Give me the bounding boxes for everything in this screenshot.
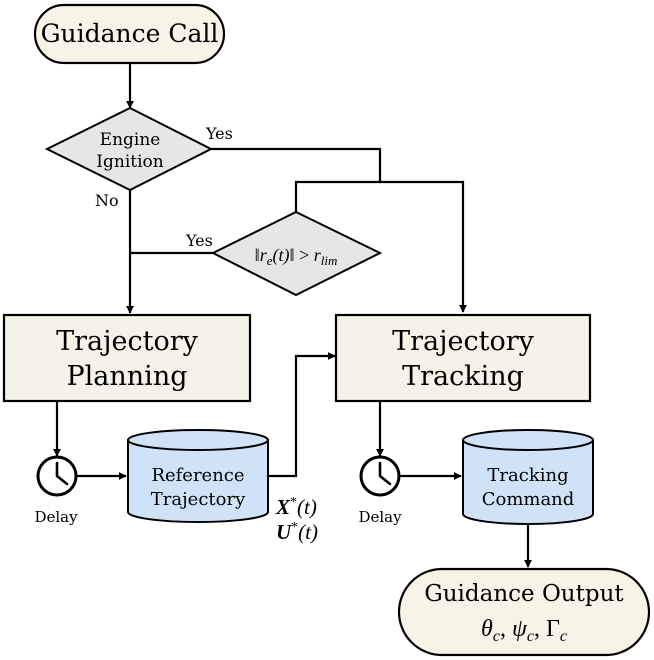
tracking-command-label-line1: Tracking — [487, 465, 568, 486]
delay-label-left: Delay — [34, 508, 78, 526]
t-argument: (t) — [273, 245, 290, 266]
trajectory-tracking-label-line1: Trajectory — [392, 326, 534, 357]
trajectory-tracking-node: Trajectory Tracking — [334, 313, 592, 403]
u-star-label: U*(t) — [276, 520, 318, 544]
position-condition-decision: ‖re(t)‖ > rlim — [210, 210, 383, 297]
trajectory-tracking-label-line2: Tracking — [402, 361, 524, 392]
engine-ignition-decision: Engine Ignition — [44, 106, 214, 192]
norm-open: ‖ — [255, 245, 260, 265]
greater-than: > — [295, 245, 314, 265]
arrow-ignition-yes-to-tracking — [211, 147, 467, 313]
theta-subscript: c — [493, 628, 500, 645]
guidance-output-math: θc, ψc, Γc — [481, 616, 567, 645]
tracking-command-storage: Tracking Command — [462, 429, 594, 525]
reference-trajectory-storage: Reference Trajectory — [127, 429, 269, 523]
comma-1: , — [500, 616, 512, 642]
x-star-label: X*(t) — [275, 495, 317, 519]
tracking-command-label-line2: Command — [482, 489, 575, 510]
connectors — [53, 64, 532, 568]
yes-label-condition: Yes — [185, 231, 213, 250]
e-subscript: e — [267, 253, 273, 268]
comma-2: , — [534, 616, 546, 642]
reference-trajectory-label-line1: Reference — [151, 465, 244, 486]
yes-label-ignition: Yes — [205, 124, 233, 143]
x-star-superscript: * — [290, 495, 297, 510]
trajectory-planning-node: Trajectory Planning — [2, 313, 252, 403]
u-t-argument: (t) — [298, 520, 318, 544]
guidance-call-label: Guidance Call — [41, 19, 219, 48]
norm-close: ‖ — [290, 245, 295, 265]
theta-symbol: θ — [481, 616, 493, 642]
psi-subscript: c — [527, 628, 534, 645]
r-symbol: r — [260, 245, 268, 265]
lim-subscript: lim — [321, 253, 338, 268]
gamma-subscript: c — [560, 628, 567, 645]
clock-icon-right — [359, 455, 401, 497]
x-symbol: X — [275, 495, 291, 519]
guidance-output-label: Guidance Output — [424, 581, 624, 607]
x-t-argument: (t) — [297, 495, 317, 519]
arrow-reference-to-tracking — [269, 352, 336, 478]
guidance-output-node: Guidance Output θc, ψc, Γc — [397, 567, 651, 657]
engine-ignition-label-line2: Ignition — [96, 152, 163, 172]
r-symbol-2: r — [314, 245, 322, 265]
trajectory-planning-label-line2: Planning — [67, 361, 188, 392]
position-condition-label: ‖re(t)‖ > rlim — [255, 245, 338, 268]
u-star-superscript: * — [291, 520, 298, 535]
line-condition-loop-up — [294, 180, 380, 212]
no-label-ignition: No — [95, 191, 119, 210]
u-symbol: U — [276, 520, 293, 544]
clock-icon-left — [36, 455, 78, 497]
engine-ignition-label-line1: Engine — [100, 130, 161, 150]
trajectory-planning-label-line1: Trajectory — [56, 326, 198, 357]
psi-symbol: ψ — [512, 616, 528, 642]
guidance-call-node: Guidance Call — [33, 3, 226, 65]
reference-trajectory-label-line2: Trajectory — [151, 489, 246, 510]
delay-label-right: Delay — [358, 508, 402, 526]
gamma-symbol: Γ — [546, 616, 560, 642]
